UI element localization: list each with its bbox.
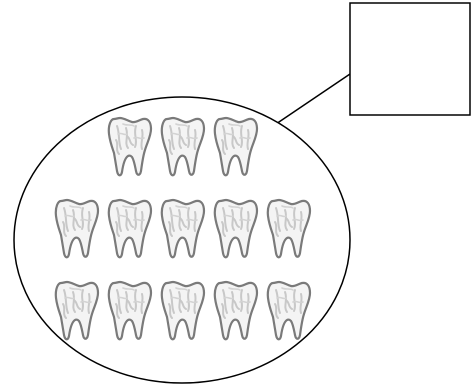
label-box xyxy=(350,3,470,115)
connector-line xyxy=(276,74,350,124)
